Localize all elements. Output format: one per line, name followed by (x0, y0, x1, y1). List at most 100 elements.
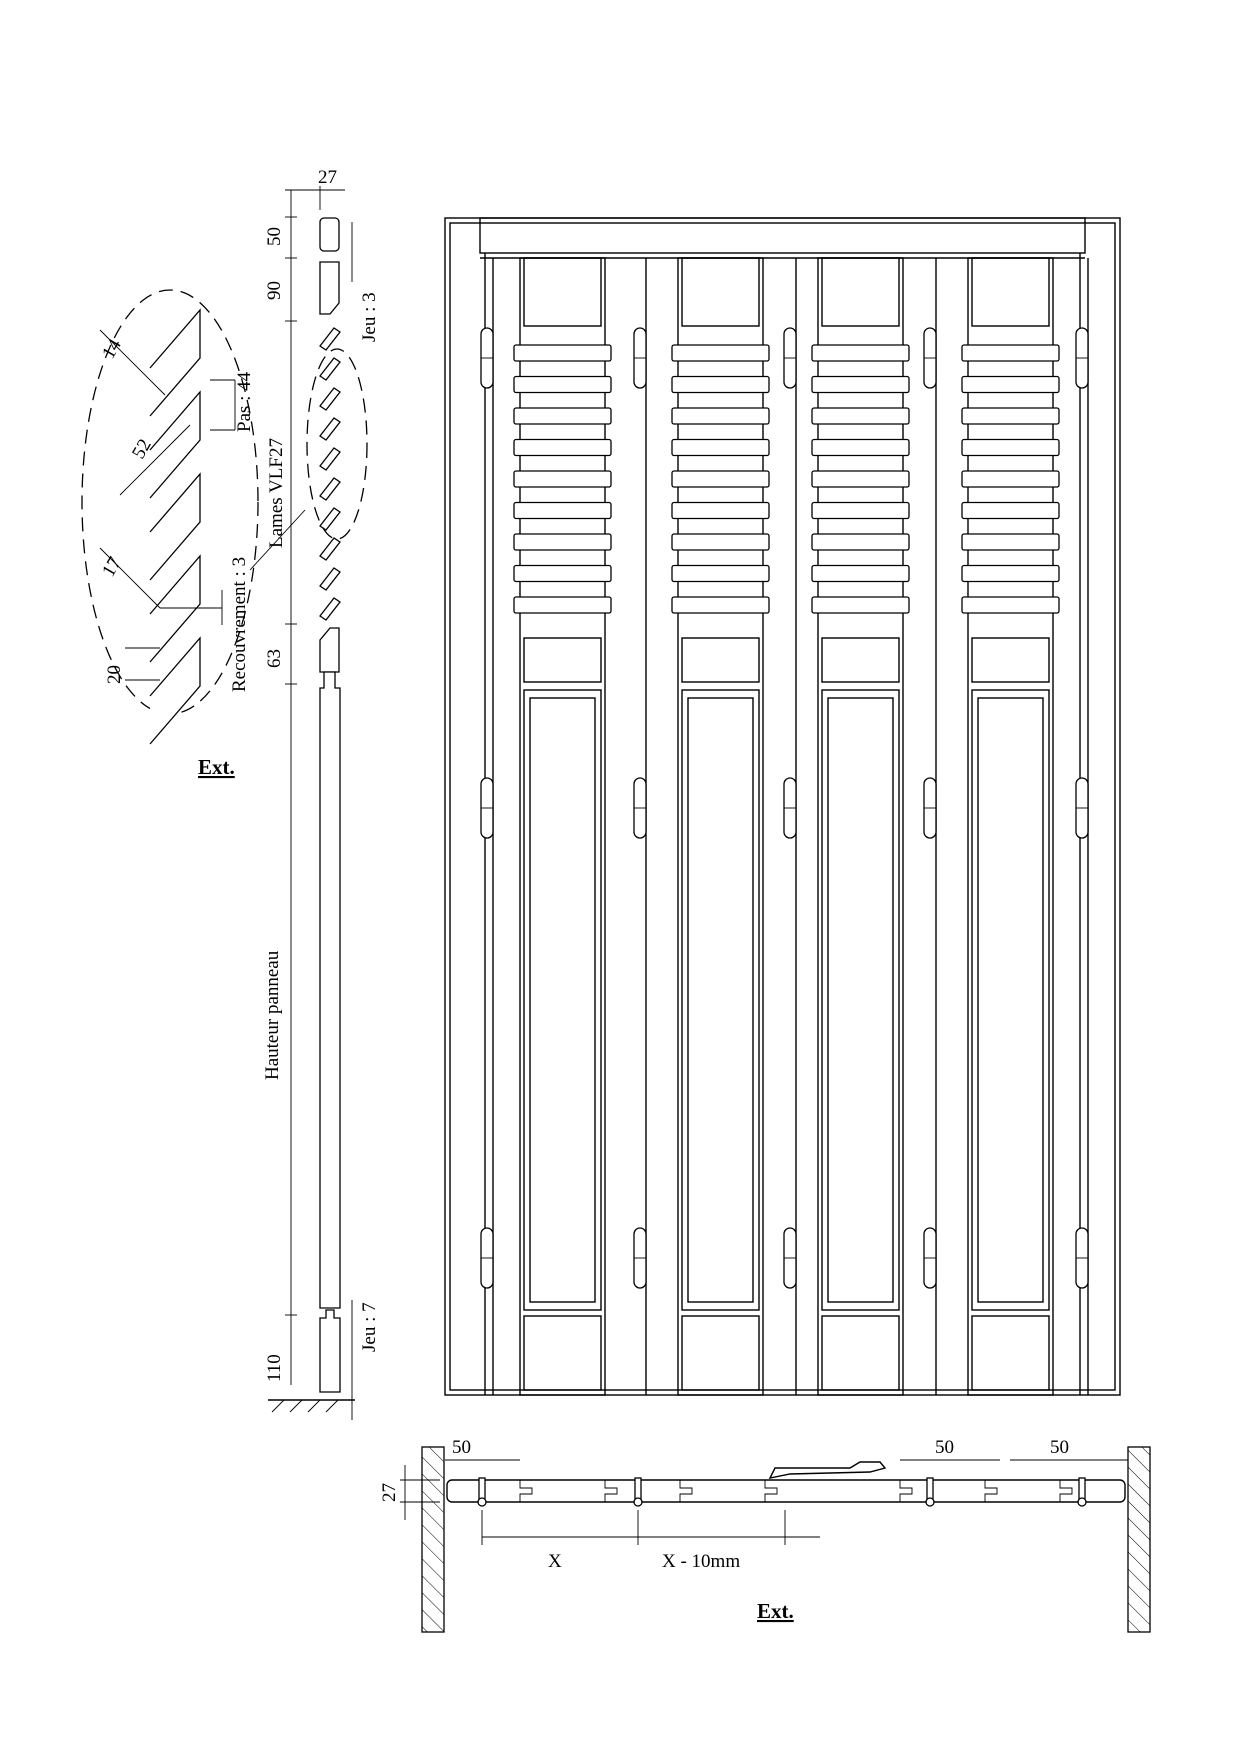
leaf-outline (519, 257, 606, 1396)
plan-hinge-pin (633, 1497, 643, 1507)
louver-blade (671, 375, 770, 394)
dim-gap-top: Jeu : 3 (359, 292, 380, 342)
leaf-top-rail (971, 257, 1050, 327)
louver-blade (671, 470, 770, 488)
panel-section (319, 671, 341, 1309)
louver-blade (811, 533, 910, 551)
louver-blade (671, 501, 770, 520)
ext-label-section: Ext. (198, 755, 235, 779)
louver-blade (811, 501, 910, 520)
louver-blade (961, 470, 1060, 488)
dim-top-rail: 50 (264, 227, 285, 246)
louver-blade (671, 344, 770, 362)
dim-thickness: 27 (318, 167, 337, 188)
louver-blade (513, 596, 612, 614)
leaf-bottom-rail (681, 1315, 760, 1391)
detail-louver (149, 554, 201, 663)
panel-height-label: Hauteur panneau (262, 950, 283, 1080)
plan-dim-50-left: 50 (452, 1437, 471, 1458)
leaf (513, 257, 612, 1396)
dim-gap-bottom: Jeu : 7 (359, 1302, 380, 1352)
leaf-outline (677, 257, 764, 1396)
frame-outer (444, 217, 1121, 1396)
louver-blade (513, 375, 612, 394)
louver-section (319, 447, 341, 471)
plan-joint (1059, 1480, 1073, 1502)
plan-hinge (634, 1477, 642, 1501)
louver-blade (513, 344, 612, 362)
louver-blade (671, 438, 770, 457)
dim-upper-block: 90 (264, 281, 285, 300)
louver-blade (961, 533, 1060, 551)
louver-section (319, 537, 341, 561)
louver-blade (961, 438, 1060, 457)
plan-hinge (478, 1477, 486, 1501)
leaf-panel-outer (523, 689, 602, 1311)
louver-blade (811, 438, 910, 457)
louver-blade (961, 564, 1060, 583)
floor-hatch (271, 1399, 339, 1413)
detail-louver (149, 308, 201, 417)
louver-blade (811, 470, 910, 488)
detail-mark-ellipse (306, 348, 368, 540)
plan-dim-50-right: 50 (1050, 1437, 1069, 1458)
louver-blade (961, 596, 1060, 614)
plan-hinge (926, 1477, 934, 1501)
leaf-top-rail (523, 257, 602, 327)
section-view: 27 Jeu : 3 Jeu : 7 50 90 Lames VLF27 63 … (81, 167, 380, 1420)
louver-blade (811, 407, 910, 425)
louver-blade (513, 533, 612, 551)
espagnolette (768, 1461, 887, 1479)
left-wall (421, 1446, 445, 1633)
louver-blade (811, 375, 910, 394)
leaf-bottom-rail (523, 1315, 602, 1391)
leaf-panel-inner (529, 697, 596, 1303)
leaf-bottom-rail (971, 1315, 1050, 1391)
plan-joint (984, 1480, 998, 1502)
overlap-label: Recouvrement : 3 (229, 557, 250, 692)
louver-blade (513, 470, 612, 488)
plan-dim-x: X (548, 1551, 562, 1572)
louver-section (319, 417, 341, 441)
louver-blade (961, 501, 1060, 520)
leaf-mid-rail (523, 637, 602, 683)
plan-hinge-pin (1077, 1497, 1087, 1507)
top-rail-section (319, 217, 340, 252)
leaf-outline (967, 257, 1054, 1396)
plan-view: 50 50 50 27 X X - 10mm Ext. (379, 1437, 1151, 1633)
leaf-panel-outer (681, 689, 760, 1311)
louver-section (319, 477, 341, 501)
louver-blade (671, 596, 770, 614)
plan-dim-50-mid: 50 (935, 1437, 954, 1458)
plan-dim-x-minus: X - 10mm (662, 1551, 740, 1572)
louver-blade (811, 344, 910, 362)
detail-louvers (149, 308, 201, 745)
dimension-ticks (285, 216, 297, 1401)
leaf-panel-outer (821, 689, 900, 1311)
plan-details (477, 1461, 1087, 1507)
mid-rail-section (319, 627, 340, 673)
louver-blade (671, 564, 770, 583)
louver-blade (961, 407, 1060, 425)
louver-blade (961, 344, 1060, 362)
leaf-panel-inner (687, 697, 754, 1303)
leaf-bottom-rail (821, 1315, 900, 1391)
detail-louver (149, 472, 201, 581)
louver-blade (671, 407, 770, 425)
leaf-top-rail (681, 257, 760, 327)
plan-joint (604, 1480, 618, 1502)
leaf (671, 257, 770, 1396)
leaf-mid-rail (681, 637, 760, 683)
leaf-panel-inner (977, 697, 1044, 1303)
leaf-panel-inner (827, 697, 894, 1303)
louver-section (319, 387, 341, 411)
louver-blade (513, 407, 612, 425)
louver-section (319, 567, 341, 591)
folded-leaves-strip (446, 1479, 1126, 1503)
leaf-panel-outer (971, 689, 1050, 1311)
dim-20: 20 (104, 665, 125, 684)
plan-joint (519, 1480, 533, 1502)
plan-joint (899, 1480, 913, 1502)
bottom-rail-section (319, 1309, 341, 1393)
